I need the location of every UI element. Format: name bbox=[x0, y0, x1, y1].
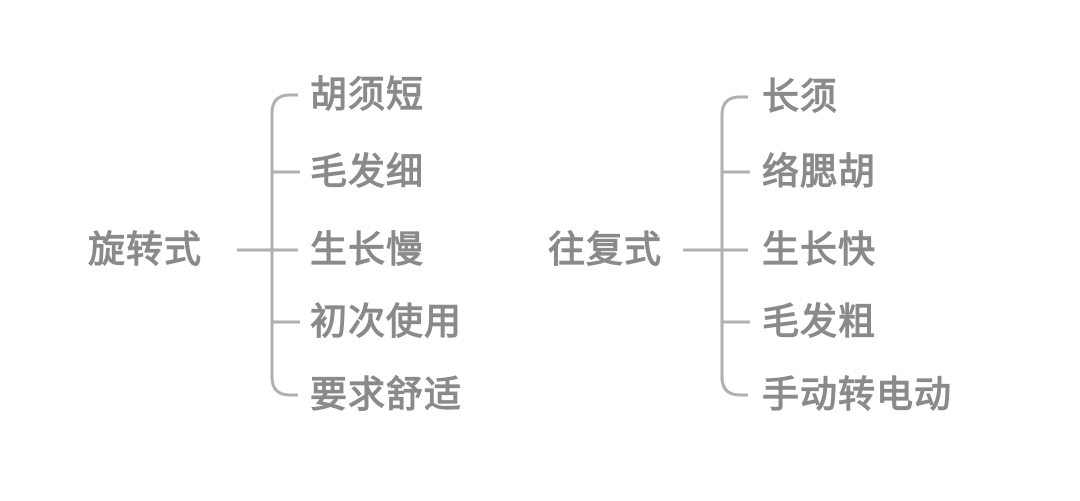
left-tree-bracket bbox=[270, 93, 298, 397]
branch-label-hair-fine: 毛发细 bbox=[310, 151, 424, 192]
branch-label-comfort-required: 要求舒适 bbox=[310, 374, 462, 415]
branch-label-grows-slow: 生长慢 bbox=[310, 229, 424, 270]
tree-root-reciprocating: 往复式 bbox=[548, 229, 662, 270]
tree-root-rotary: 旋转式 bbox=[88, 229, 202, 270]
branch-label-beard-short: 胡须短 bbox=[310, 74, 424, 115]
branch-label-first-use: 初次使用 bbox=[310, 301, 462, 342]
branch-label-grows-fast: 生长快 bbox=[762, 229, 876, 270]
branch-label-manual-to-electric: 手动转电动 bbox=[762, 374, 952, 415]
branch-label-long-beard: 长须 bbox=[762, 76, 838, 117]
right-tree-bracket bbox=[720, 95, 748, 397]
branch-label-hair-coarse: 毛发粗 bbox=[762, 301, 876, 342]
branch-label-sideburns: 络腮胡 bbox=[762, 151, 876, 192]
